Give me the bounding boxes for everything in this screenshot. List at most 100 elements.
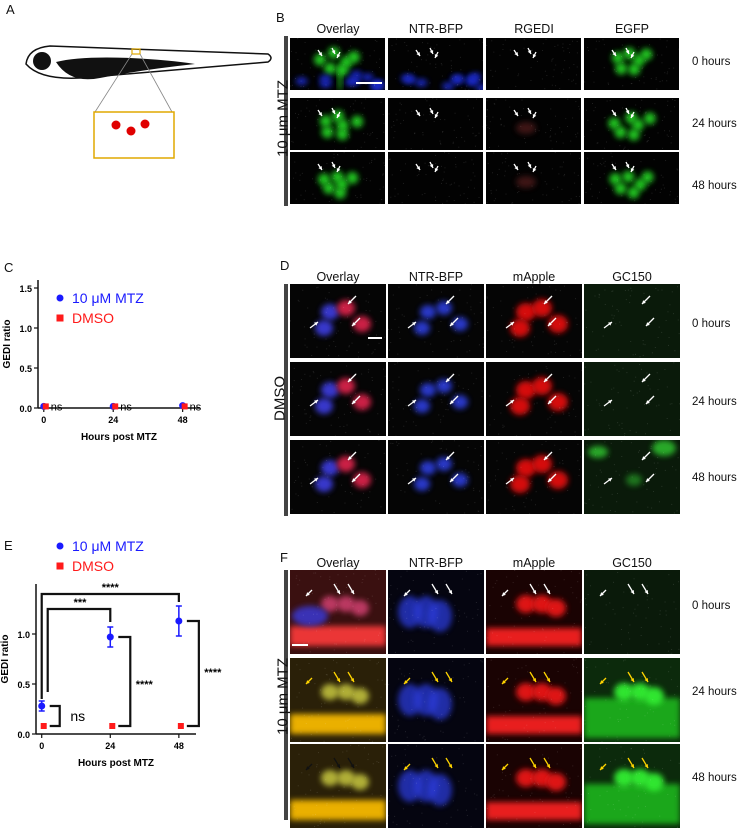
significance-label: **** xyxy=(204,667,222,679)
y-tick-label: 0.5 xyxy=(17,680,30,690)
microscopy-image xyxy=(584,284,680,358)
scale-bar xyxy=(368,337,382,339)
y-axis-label: GEDI ratio xyxy=(0,635,11,684)
col-header-egfp: EGFP xyxy=(584,22,680,36)
microscopy-image xyxy=(388,98,483,150)
legend-label: DMSO xyxy=(72,310,114,326)
zebrafish-larva-diagram xyxy=(20,34,280,164)
col-header-ntr-bfp: NTR-BFP xyxy=(388,22,484,36)
legend-marker xyxy=(57,563,64,570)
microscopy-image xyxy=(584,744,680,828)
condition-label-b: 10 μm MTZ xyxy=(275,54,292,184)
microscopy-image xyxy=(290,744,386,828)
col-header-ntr-bfp: NTR-BFP xyxy=(388,270,484,284)
col-header-gc150: GC150 xyxy=(584,270,680,284)
col-header-overlay: Overlay xyxy=(290,556,386,570)
x-tick-label: 0 xyxy=(39,741,44,751)
microscopy-image xyxy=(388,658,484,742)
y-tick-label: 1.0 xyxy=(19,324,32,334)
microscopy-image xyxy=(486,440,582,514)
microscopy-image xyxy=(388,570,484,654)
data-point xyxy=(38,703,45,710)
microscopy-image xyxy=(388,38,483,90)
y-tick-label: 0.0 xyxy=(17,730,30,740)
legend-label: 10 μM MTZ xyxy=(72,538,144,554)
significance-label: ns xyxy=(190,401,202,413)
microscopy-image xyxy=(388,284,484,358)
scale-bar xyxy=(292,644,308,646)
data-point xyxy=(112,403,118,409)
col-header-rgedi: RGEDI xyxy=(486,22,582,36)
microscopy-image xyxy=(290,440,386,514)
microscopy-image xyxy=(290,362,386,436)
significance-label: **** xyxy=(102,582,120,594)
legend-marker xyxy=(57,295,64,302)
data-point xyxy=(178,723,184,729)
microscopy-image xyxy=(584,658,680,742)
microscopy-image xyxy=(486,362,582,436)
significance-label: ns xyxy=(120,401,132,413)
x-axis-label: Hours post MTZ xyxy=(81,432,157,443)
time-label: 24 hours xyxy=(692,396,737,408)
condition-label-f: 10 μm MTZ xyxy=(275,632,292,762)
x-tick-label: 48 xyxy=(178,415,188,425)
microscopy-image xyxy=(584,570,680,654)
microscopy-image xyxy=(486,658,582,742)
legend-marker xyxy=(57,315,64,322)
time-label: 0 hours xyxy=(692,318,730,330)
time-label: 0 hours xyxy=(692,56,730,68)
microscopy-image xyxy=(486,98,581,150)
data-point xyxy=(41,723,47,729)
y-axis-label: GEDI ratio xyxy=(2,320,13,369)
significance-label: ns xyxy=(51,401,63,413)
data-point xyxy=(43,403,49,409)
x-axis-label: Hours post MTZ xyxy=(78,758,154,769)
significance-label: *** xyxy=(74,597,88,609)
microscopy-image xyxy=(388,744,484,828)
significance-bracket xyxy=(48,609,111,692)
col-header-overlay: Overlay xyxy=(290,22,386,36)
microscopy-image xyxy=(486,570,582,654)
x-tick-label: 48 xyxy=(174,741,184,751)
data-point xyxy=(175,618,182,625)
y-tick-label: 1.0 xyxy=(17,630,30,640)
microscopy-image xyxy=(584,98,679,150)
microscopy-image xyxy=(486,744,582,828)
legend-label: 10 μM MTZ xyxy=(72,290,144,306)
x-tick-label: 24 xyxy=(105,741,115,751)
significance-bracket xyxy=(50,706,60,726)
microscopy-image xyxy=(388,440,484,514)
y-tick-label: 0.5 xyxy=(19,364,32,374)
significance-bracket xyxy=(118,637,130,726)
time-label: 0 hours xyxy=(692,600,730,612)
panel-label-d: D xyxy=(280,258,289,273)
time-label: 48 hours xyxy=(692,772,737,784)
time-label: 48 hours xyxy=(692,180,737,192)
microscopy-image xyxy=(486,284,582,358)
y-tick-label: 0.0 xyxy=(19,404,32,414)
microscopy-image xyxy=(486,152,581,204)
microscopy-image xyxy=(486,38,581,90)
panel-label-a: A xyxy=(6,2,15,17)
microscopy-image xyxy=(388,362,484,436)
time-label: 24 hours xyxy=(692,686,737,698)
data-point xyxy=(107,634,114,641)
x-tick-label: 24 xyxy=(108,415,118,425)
eye-icon xyxy=(33,52,51,70)
panel-label-f: F xyxy=(280,550,288,565)
data-point xyxy=(109,723,115,729)
col-header-ntr-bfp: NTR-BFP xyxy=(388,556,484,570)
microscopy-image xyxy=(290,98,385,150)
microscopy-image xyxy=(388,152,483,204)
microscopy-image xyxy=(290,284,386,358)
condition-label-d: DMSO xyxy=(272,349,289,449)
col-header-overlay: Overlay xyxy=(290,270,386,284)
microscopy-image xyxy=(584,362,680,436)
significance-label: **** xyxy=(136,679,154,691)
col-header-mapple: mApple xyxy=(486,556,582,570)
time-label: 48 hours xyxy=(692,472,737,484)
scale-bar xyxy=(356,82,382,84)
microscopy-image xyxy=(290,570,386,654)
